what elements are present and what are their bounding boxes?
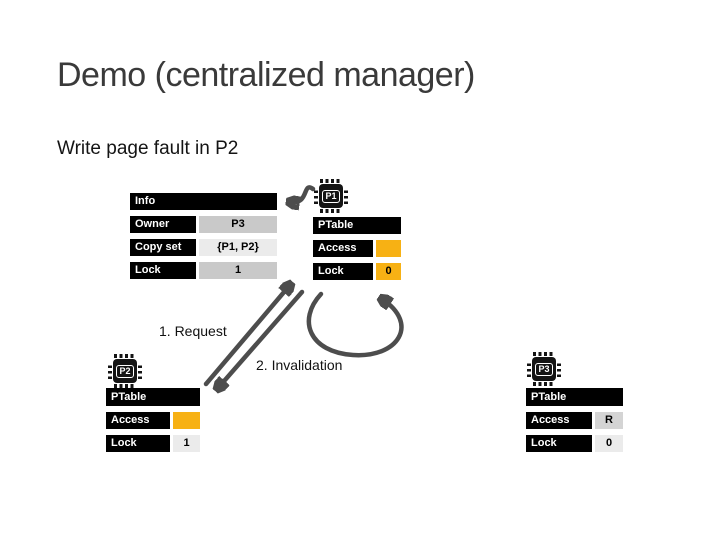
p1-ptable: PTable Access Lock 0 xyxy=(313,217,401,280)
step1-request-label: 1. Request xyxy=(159,323,227,339)
table-row: Copy set {P1, P2} xyxy=(130,239,277,256)
p2-access-label: Access xyxy=(106,412,170,429)
slide-subtitle: Write page fault in P2 xyxy=(57,138,239,159)
chip-pins-icon xyxy=(557,361,561,377)
chip-pins-icon xyxy=(138,363,142,379)
p1-ptable-header: PTable xyxy=(313,217,401,234)
arrow-invalidation-loop xyxy=(306,291,404,358)
chip-pins-icon xyxy=(527,361,531,377)
info-owner-label: Owner xyxy=(130,216,196,233)
p3-access-value: R xyxy=(595,412,623,429)
p2-ptable: PTable Access Lock 1 xyxy=(106,388,200,452)
info-table-header: Info xyxy=(130,193,277,210)
chip-pins-icon xyxy=(108,363,112,379)
p2-ptable-header: PTable xyxy=(106,388,200,406)
chip-p1-label: P1 xyxy=(322,189,340,203)
table-row: Owner P3 xyxy=(130,216,277,233)
step2-invalidation-label: 2. Invalidation xyxy=(256,357,343,373)
p3-ptable: PTable Access R Lock 0 xyxy=(526,388,623,452)
info-table: Info Owner P3 Copy set {P1, P2} Lock 1 xyxy=(130,193,277,279)
p2-lock-label: Lock xyxy=(106,435,170,452)
p3-lock-label: Lock xyxy=(526,435,592,452)
p2-lock-value: 1 xyxy=(173,435,200,452)
p3-lock-value: 0 xyxy=(595,435,623,452)
table-row: Lock 1 xyxy=(130,262,277,279)
chip-pins-icon xyxy=(533,352,555,356)
cpu-chip-p2: P2 xyxy=(108,354,142,388)
arrow-reply xyxy=(218,289,305,388)
info-lock-value: 1 xyxy=(199,262,277,279)
chip-pins-icon xyxy=(533,382,555,386)
table-row: Lock 1 xyxy=(106,435,200,452)
table-row: Lock 0 xyxy=(313,263,401,280)
chip-p2-label: P2 xyxy=(116,364,134,378)
p1-lock-value: 0 xyxy=(376,263,401,280)
p1-access-label: Access xyxy=(313,240,373,257)
chip-body-icon: P1 xyxy=(319,184,343,208)
p2-access-value xyxy=(173,412,200,429)
chip-pins-icon xyxy=(344,188,348,204)
table-row: Lock 0 xyxy=(526,435,623,452)
table-row: Access xyxy=(106,412,200,429)
chip-pins-icon xyxy=(320,209,342,213)
arrow-p1-to-info xyxy=(290,185,316,202)
table-row: Access xyxy=(313,240,401,257)
p1-access-value xyxy=(376,240,401,257)
info-owner-value: P3 xyxy=(199,216,277,233)
info-copyset-value: {P1, P2} xyxy=(199,239,277,256)
chip-body-icon: P2 xyxy=(113,359,137,383)
cpu-chip-p1: P1 xyxy=(314,179,348,213)
chip-p3-label: P3 xyxy=(535,362,553,376)
slide-title: Demo (centralized manager) xyxy=(57,56,475,94)
cpu-chip-p3: P3 xyxy=(527,352,561,386)
chip-pins-icon xyxy=(114,384,136,388)
chip-pins-icon xyxy=(114,354,136,358)
p3-access-label: Access xyxy=(526,412,592,429)
p3-ptable-header: PTable xyxy=(526,388,623,406)
table-row: Access R xyxy=(526,412,623,429)
info-copyset-label: Copy set xyxy=(130,239,196,256)
info-lock-label: Lock xyxy=(130,262,196,279)
chip-body-icon: P3 xyxy=(532,357,556,381)
chip-pins-icon xyxy=(314,188,318,204)
chip-pins-icon xyxy=(320,179,342,183)
p1-lock-label: Lock xyxy=(313,263,373,280)
